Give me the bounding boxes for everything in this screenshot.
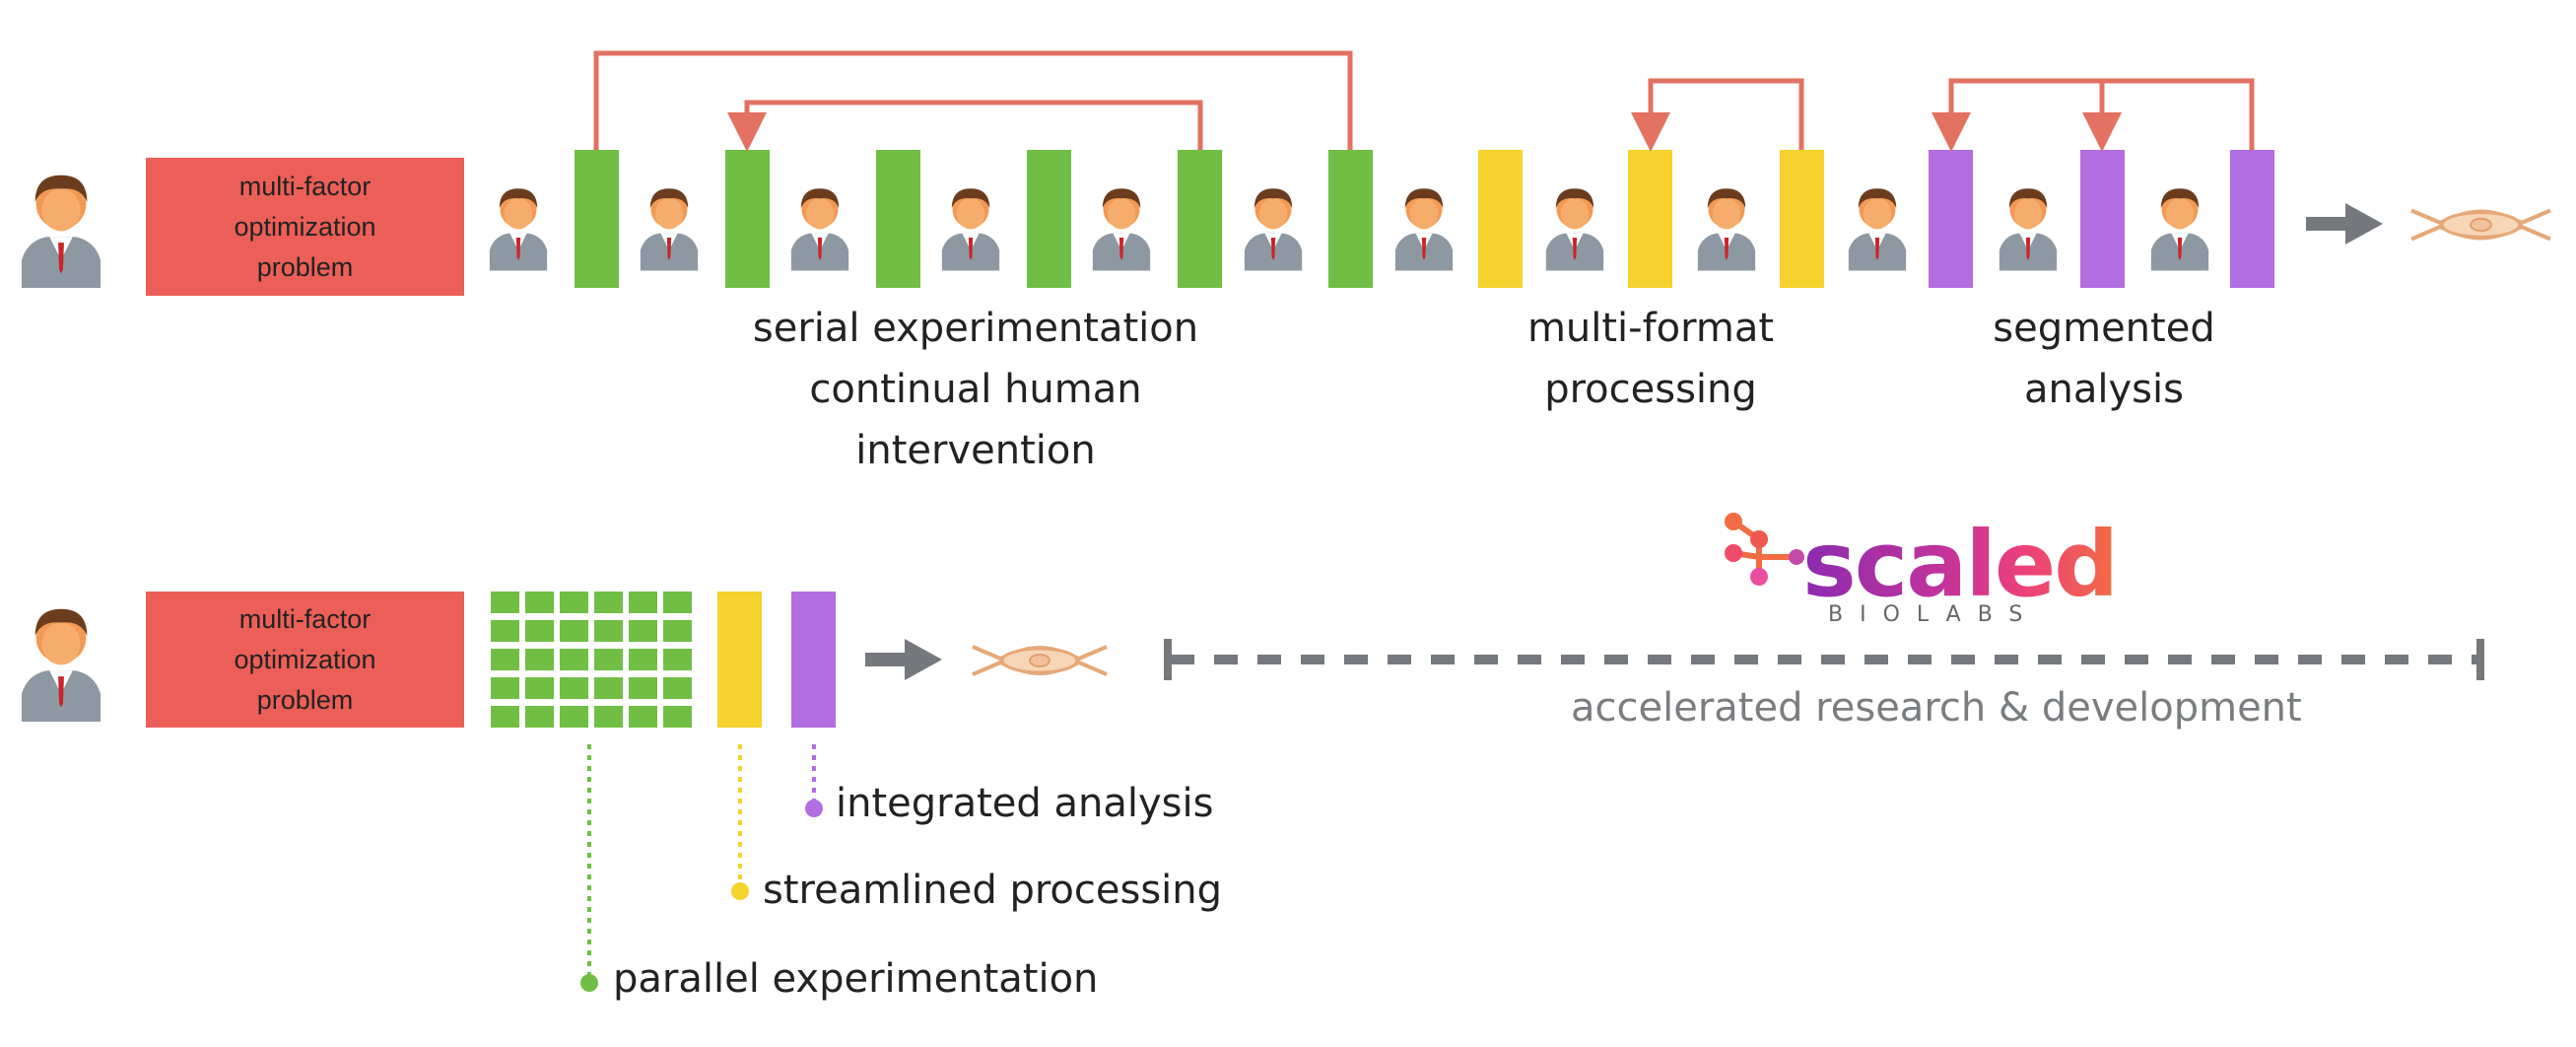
- processing-block: [1478, 150, 1523, 288]
- parallel-experiment-cell: [663, 649, 692, 670]
- parallel-experiment-cell: [491, 706, 519, 728]
- problem-box-bottom: multi-factor optimization problem: [146, 592, 464, 728]
- problem-box-top: multi-factor optimization problem: [146, 158, 464, 296]
- right-arrow-icon: [865, 639, 942, 680]
- molecule-icon: [1725, 513, 1804, 586]
- parallel-experiment-cell: [594, 706, 623, 728]
- caption-format-line-2: processing: [1544, 367, 1757, 412]
- serial-experiment-block: [725, 150, 770, 288]
- problem-line-2: optimization: [234, 211, 376, 242]
- problem-line-3: problem: [256, 251, 354, 282]
- problem-line-3: problem: [256, 684, 354, 715]
- parallel-experiment-cell: [629, 649, 657, 670]
- problem-line-2: optimization: [234, 644, 376, 674]
- problem-line-1: multi-factor: [238, 603, 372, 634]
- parallel-experiment-cell: [594, 592, 623, 613]
- parallel-experiment-cell: [629, 677, 657, 699]
- analysis-block: [1929, 150, 1973, 288]
- caption-segmented-line-1: segmented: [1993, 306, 2215, 351]
- scaled-biolabs-logo: scaled BIOLABS: [1720, 508, 2119, 636]
- legend-streamlined: streamlined processing: [763, 868, 1223, 913]
- serial-experiment-block: [575, 150, 619, 288]
- parallel-experiment-cell: [594, 677, 623, 699]
- parallel-experiment-cell: [525, 706, 554, 728]
- feedback-loop-arrow: [593, 50, 1353, 150]
- caption-serial: serial experimentation continual human i…: [690, 298, 1261, 481]
- caption-format: multi-format processing: [1478, 298, 1823, 420]
- logo-wordmark: scaled: [1802, 512, 2119, 617]
- timeline-bar: [1164, 639, 2484, 680]
- caption-serial-line-2: continual human intervention: [809, 367, 1142, 473]
- processing-block: [717, 592, 762, 728]
- problem-line-1: multi-factor: [238, 171, 372, 201]
- parallel-experiment-cell: [560, 592, 588, 613]
- legend-integrated: integrated analysis: [836, 781, 1214, 826]
- accelerated-rd-label: accelerated research & development: [1571, 685, 2302, 731]
- analysis-block: [2080, 150, 2125, 288]
- parallel-experiment-cell: [560, 706, 588, 728]
- parallel-experiment-cell: [560, 677, 588, 699]
- serial-experiment-block: [876, 150, 920, 288]
- parallel-experiment-cell: [663, 677, 692, 699]
- parallel-experiment-cell: [629, 706, 657, 728]
- parallel-experiment-cell: [663, 706, 692, 728]
- serial-experiment-block: [1328, 150, 1373, 288]
- neuron-cell-icon: [971, 639, 1109, 682]
- parallel-experiment-cell: [663, 592, 692, 613]
- serial-experiment-block: [1027, 150, 1071, 288]
- parallel-experiment-cell: [525, 649, 554, 670]
- legend-parallel: parallel experimentation: [613, 956, 1099, 1002]
- person-icon: [18, 601, 104, 722]
- caption-format-line-1: multi-format: [1526, 306, 1775, 351]
- parallel-experiment-cell: [629, 592, 657, 613]
- bullet-integrated: [805, 800, 823, 817]
- caption-segmented-line-2: analysis: [2024, 367, 2184, 412]
- parallel-experiment-cell: [491, 620, 519, 642]
- parallel-experiment-cell: [560, 649, 588, 670]
- feedback-loop-arrow: [727, 100, 1203, 152]
- caption-segmented: segmented analysis: [1932, 298, 2276, 420]
- parallel-experiment-grid: [491, 592, 692, 730]
- neuron-cell-icon: [2409, 203, 2552, 246]
- parallel-experiment-cell: [491, 677, 519, 699]
- caption-serial-line-1: serial experimentation: [752, 306, 1199, 351]
- parallel-experiment-cell: [525, 677, 554, 699]
- parallel-experiment-cell: [629, 620, 657, 642]
- serial-experiment-block: [1178, 150, 1222, 288]
- processing-block: [1628, 150, 1672, 288]
- right-arrow-icon: [2306, 203, 2383, 244]
- parallel-experiment-cell: [491, 649, 519, 670]
- analysis-block: [791, 592, 836, 728]
- parallel-experiment-cell: [594, 620, 623, 642]
- parallel-experiment-cell: [525, 592, 554, 613]
- analysis-block: [2230, 150, 2274, 288]
- bullet-streamlined: [731, 882, 749, 900]
- parallel-experiment-cell: [525, 620, 554, 642]
- parallel-experiment-cell: [594, 649, 623, 670]
- feedback-loop-arrow: [1631, 78, 1804, 152]
- parallel-experiment-cell: [663, 620, 692, 642]
- parallel-experiment-cell: [491, 592, 519, 613]
- parallel-experiment-cell: [560, 620, 588, 642]
- bullet-parallel: [580, 974, 598, 992]
- processing-block: [1780, 150, 1824, 288]
- logo-subtitle: BIOLABS: [1828, 602, 2040, 627]
